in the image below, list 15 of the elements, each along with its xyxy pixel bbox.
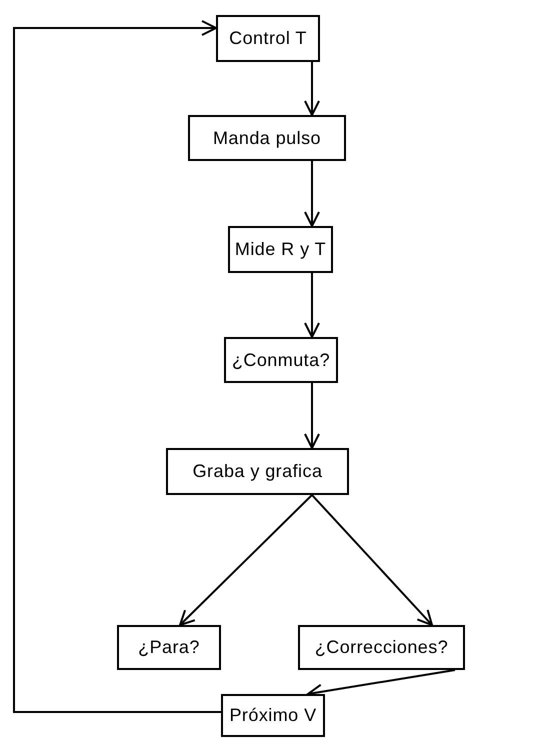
process-box: ¿Para? (117, 625, 221, 670)
process-box: Control T (216, 15, 320, 62)
arrow (304, 273, 320, 338)
arrow (304, 161, 320, 227)
process-box: ¿Conmuta? (224, 337, 338, 383)
arrow (311, 494, 433, 626)
process-box: Mide R y T (228, 226, 333, 273)
process-box: Manda pulso (188, 115, 346, 161)
arrow (304, 62, 320, 116)
arrow (179, 494, 313, 626)
process-box: Próximo V (221, 694, 325, 737)
process-box: ¿Correcciones? (298, 625, 465, 670)
arrow (304, 383, 320, 449)
arrow (13, 20, 221, 713)
process-box: Graba y grafica (166, 448, 349, 495)
